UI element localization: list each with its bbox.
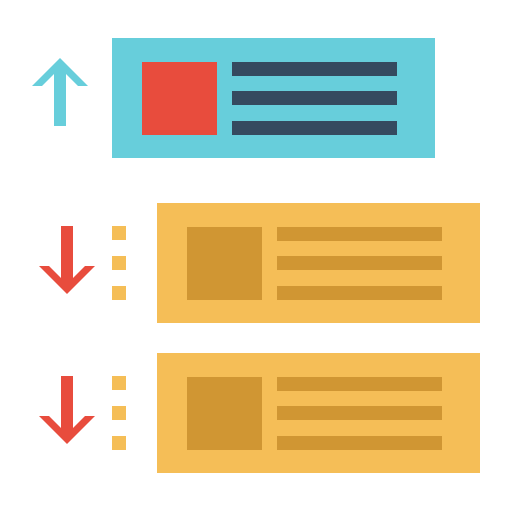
drag-handle-dot[interactable] bbox=[112, 286, 126, 300]
arrow-down-icon[interactable] bbox=[37, 224, 97, 296]
list-card-selected[interactable] bbox=[112, 38, 435, 158]
card-text-line bbox=[277, 377, 442, 391]
arrow-up-icon[interactable] bbox=[30, 56, 90, 128]
drag-handle-dot[interactable] bbox=[112, 256, 126, 270]
card-text-line bbox=[232, 62, 397, 76]
drag-handle-dot[interactable] bbox=[112, 226, 126, 240]
drag-handle-dot[interactable] bbox=[112, 436, 126, 450]
card-thumbnail bbox=[187, 377, 262, 450]
card-text-line bbox=[277, 256, 442, 270]
card-text-line bbox=[277, 436, 442, 450]
card-text-line bbox=[232, 91, 397, 105]
list-card[interactable] bbox=[157, 203, 480, 323]
arrow-down-icon[interactable] bbox=[37, 374, 97, 446]
card-text-line bbox=[277, 286, 442, 300]
card-thumbnail bbox=[142, 62, 217, 135]
list-card[interactable] bbox=[157, 353, 480, 473]
card-text-line bbox=[232, 121, 397, 135]
card-text-line bbox=[277, 227, 442, 241]
card-thumbnail bbox=[187, 227, 262, 300]
drag-handle-dot[interactable] bbox=[112, 376, 126, 390]
drag-handle-dot[interactable] bbox=[112, 406, 126, 420]
card-text-line bbox=[277, 406, 442, 420]
